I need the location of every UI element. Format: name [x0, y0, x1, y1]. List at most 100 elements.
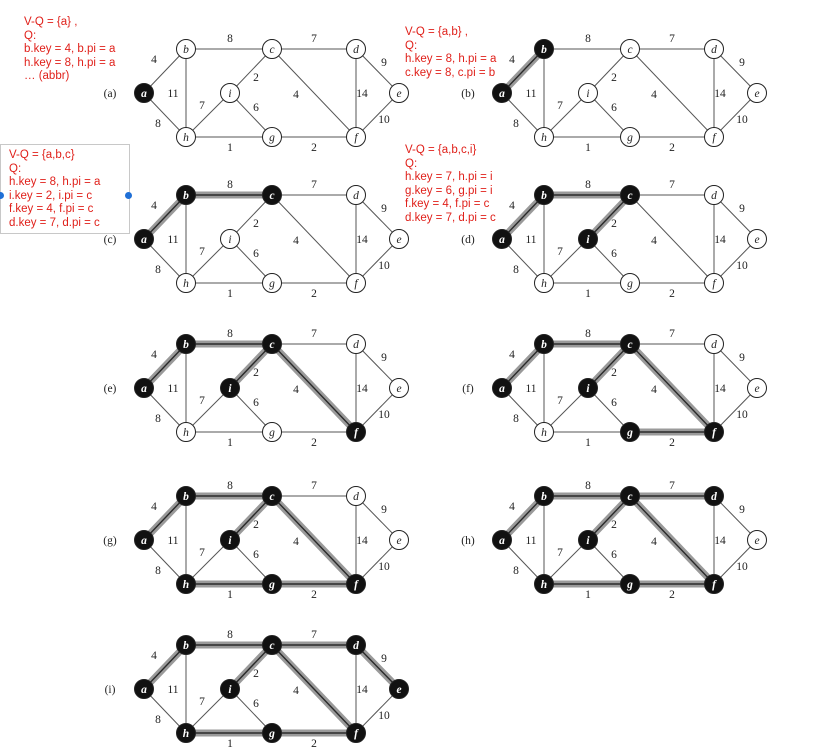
edge-de: [355, 495, 400, 541]
edge-weight-label: 2: [611, 367, 617, 379]
edge-ef: [713, 92, 758, 138]
edge-weight-label: 9: [381, 653, 387, 665]
edge-weight-label: 9: [381, 57, 387, 69]
vertex-h: [176, 574, 196, 594]
vertex-label: f: [354, 132, 359, 144]
edge-weight-label: 7: [669, 480, 675, 492]
edge-weight-label: 4: [509, 501, 515, 513]
edge-gi: [587, 387, 631, 433]
selection-handle[interactable]: [125, 192, 132, 199]
vertex-e: [389, 679, 409, 699]
vertex-label: b: [541, 339, 547, 351]
edge-weight-label: 11: [525, 383, 536, 395]
edge-weight-label: 4: [509, 349, 515, 361]
vertex-label: f: [354, 427, 359, 439]
vertex-label: c: [627, 491, 632, 503]
vertex-label: e: [754, 234, 759, 246]
vertex-label: a: [499, 88, 505, 100]
vertex-b: [534, 334, 554, 354]
edge-ah: [501, 387, 545, 433]
panel-label: (g): [103, 535, 117, 547]
vertex-h: [534, 273, 554, 293]
vertex-f: [346, 273, 366, 293]
edge-ci: [587, 495, 631, 541]
edge-ef: [355, 688, 400, 734]
edge-ab: [143, 48, 187, 94]
vertex-e: [747, 83, 767, 103]
edge-weight-label: 2: [253, 367, 259, 379]
vertex-label: b: [183, 491, 189, 503]
vertex-e: [389, 378, 409, 398]
edge-weight-label: 2: [311, 288, 317, 300]
vertex-a: [134, 83, 154, 103]
edge-weight-label: 8: [155, 413, 161, 425]
vertex-h: [176, 273, 196, 293]
edge-weight-label: 14: [356, 684, 368, 696]
panel-label: (c): [104, 234, 117, 246]
vertex-c: [262, 334, 282, 354]
edge-hi: [185, 688, 231, 734]
edge-weight-label: 9: [381, 203, 387, 215]
edge-cf: [629, 495, 715, 585]
edge-weight-label: 4: [651, 235, 657, 247]
vertex-label: h: [541, 132, 547, 144]
vertex-b: [176, 486, 196, 506]
edge-ef: [355, 92, 400, 138]
edge-ci: [229, 48, 273, 94]
vertex-b: [176, 185, 196, 205]
edge-weight-label: 11: [525, 234, 536, 246]
vertex-i: [220, 679, 240, 699]
vertex-h: [176, 723, 196, 743]
edge-hi: [185, 539, 231, 585]
edge-de: [355, 644, 400, 690]
vertex-c: [262, 39, 282, 59]
edge-ab: [501, 48, 545, 94]
vertex-i: [578, 378, 598, 398]
edge-weight-label: 9: [739, 203, 745, 215]
edge-weight-label: 1: [585, 437, 591, 449]
edge-weight-label: 10: [378, 260, 390, 272]
vertex-label: e: [754, 88, 759, 100]
edge-ab: [501, 194, 545, 240]
edge-weight-label: 10: [378, 710, 390, 722]
edge-weight-label: 10: [378, 114, 390, 126]
edge-weight-label: 9: [381, 352, 387, 364]
vertex-label: f: [712, 427, 717, 439]
vertex-b: [534, 486, 554, 506]
edge-ah: [143, 92, 187, 138]
vertex-d: [704, 486, 724, 506]
vertex-i: [578, 530, 598, 550]
vertex-label: b: [183, 640, 189, 652]
vertex-g: [262, 273, 282, 293]
edge-weight-label: 2: [311, 589, 317, 601]
selection-handle-left[interactable]: [0, 192, 4, 199]
edge-ci: [587, 48, 631, 94]
vertex-label: a: [141, 684, 147, 696]
vertex-label: i: [228, 88, 231, 100]
vertex-label: c: [627, 44, 632, 56]
vertex-a: [134, 679, 154, 699]
vertex-label: i: [586, 88, 589, 100]
vertex-f: [704, 127, 724, 147]
vertex-e: [389, 530, 409, 550]
edge-ci: [229, 343, 273, 389]
edge-weight-label: 7: [199, 547, 205, 559]
vertex-g: [262, 574, 282, 594]
panel-label: (h): [461, 535, 475, 547]
vertex-i: [220, 378, 240, 398]
edge-hi: [185, 387, 231, 433]
vertex-label: i: [586, 383, 590, 395]
edge-weight-label: 14: [356, 88, 368, 100]
vertex-d: [704, 334, 724, 354]
vertex-label: g: [626, 579, 633, 591]
edge-weight-label: 14: [356, 535, 368, 547]
annotation-step-c[interactable]: V-Q = {a,b,c} Q: h.key = 8, h.pi = a i.k…: [0, 144, 130, 234]
edge-weight-label: 4: [151, 650, 157, 662]
vertex-b: [534, 39, 554, 59]
vertex-c: [620, 334, 640, 354]
vertex-label: h: [183, 579, 189, 591]
